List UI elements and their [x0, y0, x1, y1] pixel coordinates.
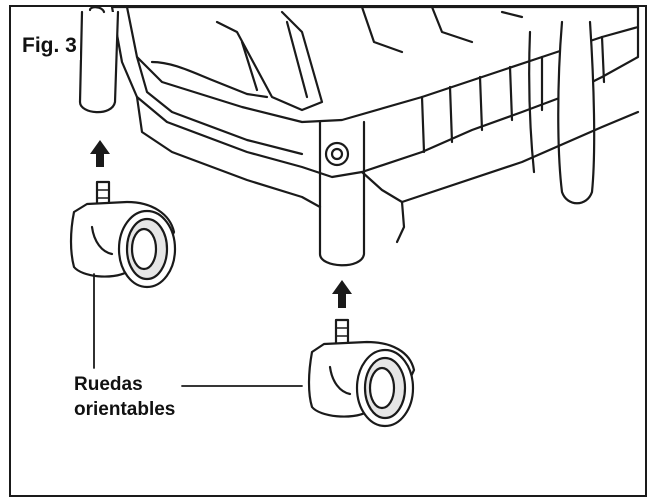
right-caster-wheel — [307, 318, 416, 428]
callout-line-2: orientables — [74, 399, 176, 420]
figure-number: Fig. 3 — [22, 34, 80, 60]
figure-frame — [9, 5, 647, 497]
appliance-body — [110, 7, 640, 244]
right-up-arrow-icon — [332, 280, 352, 308]
left-caster-wheel — [69, 180, 177, 289]
illustration — [69, 7, 640, 428]
callout-leaders — [93, 273, 303, 387]
caster-callout-label: Ruedas orientables — [74, 372, 175, 422]
left-up-arrow-icon — [90, 140, 110, 167]
callout-line-1: Ruedas — [74, 374, 143, 395]
left-foot — [78, 7, 120, 114]
right-foot — [318, 120, 366, 267]
